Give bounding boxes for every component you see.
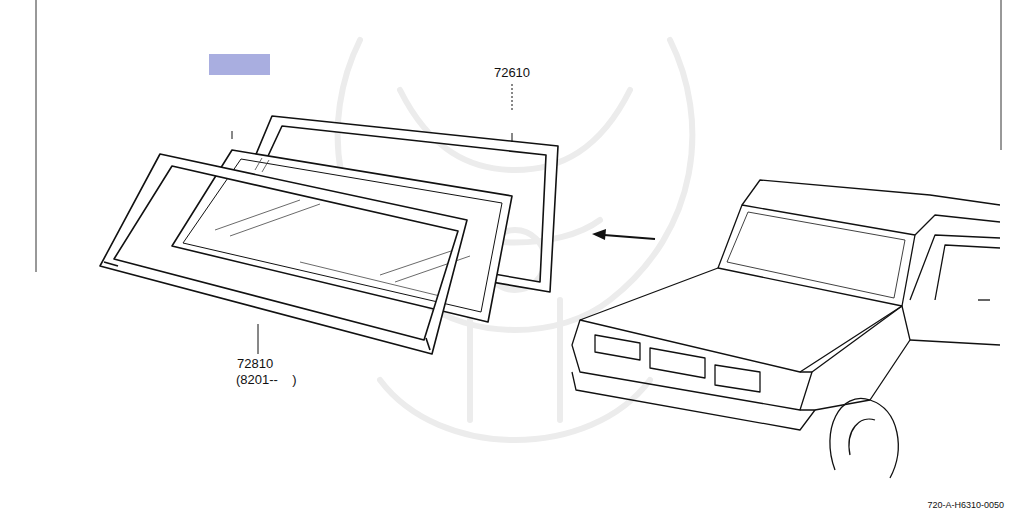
- leader-lines: [232, 84, 512, 354]
- moulding-joint: [104, 262, 118, 266]
- highlight-marker: [209, 54, 270, 75]
- windshield-parts: [100, 116, 558, 354]
- direction-arrow: [592, 229, 655, 240]
- part-number: 72610: [494, 66, 530, 80]
- truck-illustration: [572, 180, 1000, 478]
- moulding-joint: [426, 338, 430, 350]
- part-number: 72810: [237, 357, 273, 371]
- moulding: [100, 154, 467, 354]
- part-number: (8201-- ): [236, 373, 297, 387]
- figure-code: 720-A-H6310-0050: [927, 501, 1004, 511]
